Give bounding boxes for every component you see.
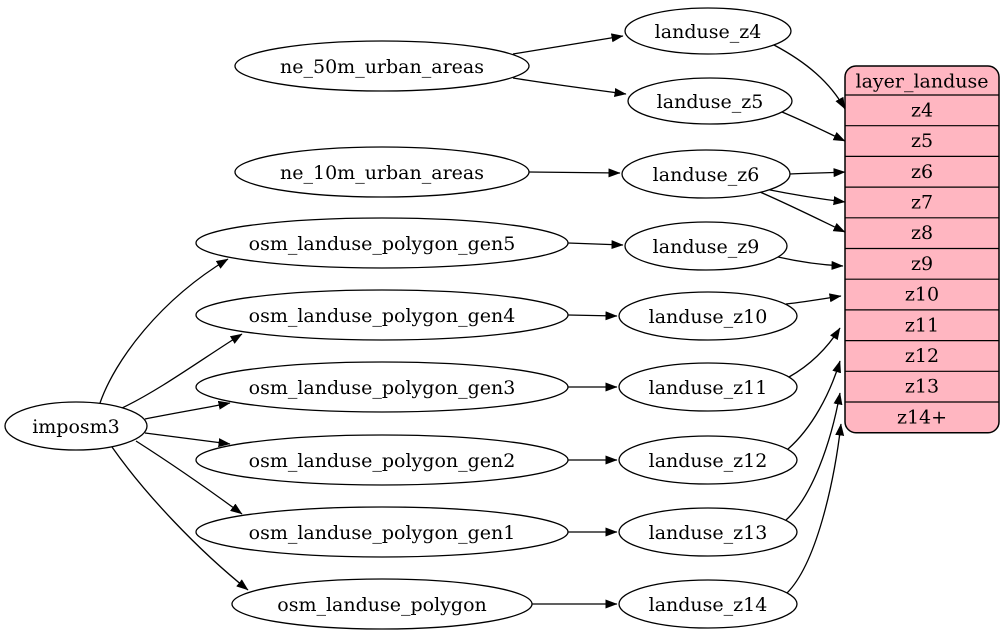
table-row-label-z9: z9	[911, 253, 933, 275]
node-landuse_z12-label: landuse_z12	[649, 450, 768, 472]
node-osm_landuse_polygon-shape	[231, 578, 533, 630]
node-osm_landuse_polygon_gen4-shape	[195, 289, 569, 341]
edge-ne_50m_urban_areas-to-landuse_z4	[512, 33, 624, 55]
node-landuse_z11-label: landuse_z11	[649, 377, 768, 399]
node-osm_landuse_polygon_gen2-label: osm_landuse_polygon_gen2	[249, 450, 516, 472]
node-osm_landuse_polygon_gen1-shape	[195, 506, 569, 558]
node-landuse_z12-shape	[618, 435, 798, 485]
edge-imposm3-to-osm_landuse_polygon_gen1	[135, 440, 243, 515]
node-landuse_z9-label: landuse_z9	[653, 236, 760, 258]
edge-ne_50m_urban_areas-to-landuse_z5	[512, 77, 627, 97]
node-landuse_z11: landuse_z11	[618, 362, 798, 412]
node-landuse_z13: landuse_z13	[618, 507, 798, 557]
table-row-label-z14+: z14+	[897, 406, 947, 428]
node-osm_landuse_polygon_gen5-label: osm_landuse_polygon_gen5	[249, 233, 516, 255]
node-ne_10m_urban_areas-label: ne_10m_urban_areas	[280, 162, 484, 184]
node-landuse_z10-shape	[618, 291, 798, 341]
edge-ne_10m_urban_areas-to-landuse_z6	[528, 168, 621, 178]
node-landuse_z5-label: landuse_z5	[657, 91, 764, 113]
table-row-label-z5: z5	[911, 130, 933, 152]
table-row-label-z7: z7	[911, 191, 933, 213]
node-landuse_z12: landuse_z12	[618, 435, 798, 485]
edge-landuse_z9-to-layer_landuse.z9	[777, 256, 844, 270]
node-landuse_z4-label: landuse_z4	[655, 21, 762, 43]
edge-imposm3-to-osm_landuse_polygon	[111, 446, 249, 591]
node-landuse_z5-shape	[627, 77, 793, 125]
node-osm_landuse_polygon_gen3-shape	[195, 361, 569, 413]
node-osm_landuse_polygon_gen3: osm_landuse_polygon_gen3	[195, 361, 569, 413]
table-row-label-z11: z11	[905, 314, 939, 336]
node-osm_landuse_polygon_gen2-shape	[195, 434, 569, 486]
edge-landuse_z13-to-layer_landuse.z13	[785, 392, 843, 521]
edge-landuse_z6-to-layer_landuse.z7	[764, 188, 846, 206]
edge-imposm3-to-osm_landuse_polygon_gen2	[144, 432, 231, 448]
table-row-label-z10: z10	[905, 284, 939, 306]
node-landuse_z4-shape	[624, 7, 792, 55]
node-landuse_z14-label: landuse_z14	[649, 594, 768, 616]
edge-landuse_z5-to-layer_landuse.z5	[781, 111, 846, 142]
node-landuse_z13-label: landuse_z13	[649, 522, 768, 544]
edge-imposm3-to-osm_landuse_polygon_gen5	[99, 258, 229, 404]
edge-landuse_z6-to-layer_landuse.z6	[789, 168, 846, 178]
node-osm_landuse_polygon_gen3-label: osm_landuse_polygon_gen3	[249, 377, 516, 399]
node-osm_landuse_polygon_gen5: osm_landuse_polygon_gen5	[195, 217, 569, 269]
node-osm_landuse_polygon-label: osm_landuse_polygon	[277, 594, 487, 616]
edge-imposm3-to-osm_landuse_polygon_gen3	[144, 400, 231, 420]
node-landuse_z13-shape	[618, 507, 798, 557]
node-osm_landuse_polygon: osm_landuse_polygon	[231, 578, 533, 630]
edge-imposm3-to-osm_landuse_polygon_gen4	[121, 333, 243, 409]
node-osm_landuse_polygon_gen1: osm_landuse_polygon_gen1	[195, 506, 569, 558]
edge-landuse_z14-to-layer_landuse.z14+	[786, 423, 845, 594]
node-landuse_z14-shape	[618, 579, 798, 629]
node-landuse_z6-label: landuse_z6	[653, 164, 760, 186]
node-ne_50m_urban_areas-label: ne_50m_urban_areas	[280, 56, 484, 78]
node-landuse_z6: landuse_z6	[621, 149, 791, 199]
node-osm_landuse_polygon_gen1-label: osm_landuse_polygon_gen1	[249, 522, 516, 544]
node-landuse_z9-shape	[624, 221, 788, 271]
node-landuse_z6-shape	[621, 149, 791, 199]
node-osm_landuse_polygon_gen2: osm_landuse_polygon_gen2	[195, 434, 569, 486]
node-ne_10m_urban_areas-shape	[234, 146, 530, 198]
table-row-label-z8: z8	[911, 222, 933, 244]
node-imposm3-label: imposm3	[32, 416, 120, 438]
table-layer_landuse: layer_landuse z4 z5 z6 z7 z8 z9 z10 z11 z12 z13 z14…	[844, 65, 1000, 434]
node-osm_landuse_polygon_gen5-shape	[195, 217, 569, 269]
edge-landuse_z10-to-layer_landuse.z10	[785, 293, 842, 305]
table-row-label-z13: z13	[905, 376, 939, 398]
node-landuse_z10-label: landuse_z10	[649, 306, 768, 328]
edge-landuse_z6-to-layer_landuse.z8	[759, 191, 846, 233]
node-ne_50m_urban_areas: ne_50m_urban_areas	[234, 40, 530, 92]
table-title: layer_landuse	[856, 71, 989, 93]
node-osm_landuse_polygon_gen4-label: osm_landuse_polygon_gen4	[249, 305, 516, 327]
edge-landuse_z4-to-layer_landuse.z4	[773, 44, 846, 110]
table-row-label-z6: z6	[911, 161, 933, 183]
node-ne_50m_urban_areas-shape	[234, 40, 530, 92]
edge-landuse_z12-to-layer_landuse.z12	[787, 360, 841, 450]
edge-landuse_z11-to-layer_landuse.z11	[788, 327, 841, 378]
table-row-label-z12: z12	[905, 345, 939, 367]
node-landuse_z5: landuse_z5	[627, 77, 793, 125]
node-landuse_z14: landuse_z14	[618, 579, 798, 629]
node-ne_10m_urban_areas: ne_10m_urban_areas	[234, 146, 530, 198]
node-landuse_z10: landuse_z10	[618, 291, 798, 341]
node-imposm3: imposm3	[4, 401, 148, 451]
edge-osm_landuse_polygon_gen4-to-landuse_z10	[567, 311, 618, 321]
node-osm_landuse_polygon_gen4: osm_landuse_polygon_gen4	[195, 289, 569, 341]
node-imposm3-shape	[4, 401, 148, 451]
edge-osm_landuse_polygon_gen5-to-landuse_z9	[567, 240, 624, 250]
node-landuse_z9: landuse_z9	[624, 221, 788, 271]
table-row-label-z4: z4	[911, 99, 933, 121]
node-landuse_z11-shape	[618, 362, 798, 412]
node-landuse_z4: landuse_z4	[624, 7, 792, 55]
